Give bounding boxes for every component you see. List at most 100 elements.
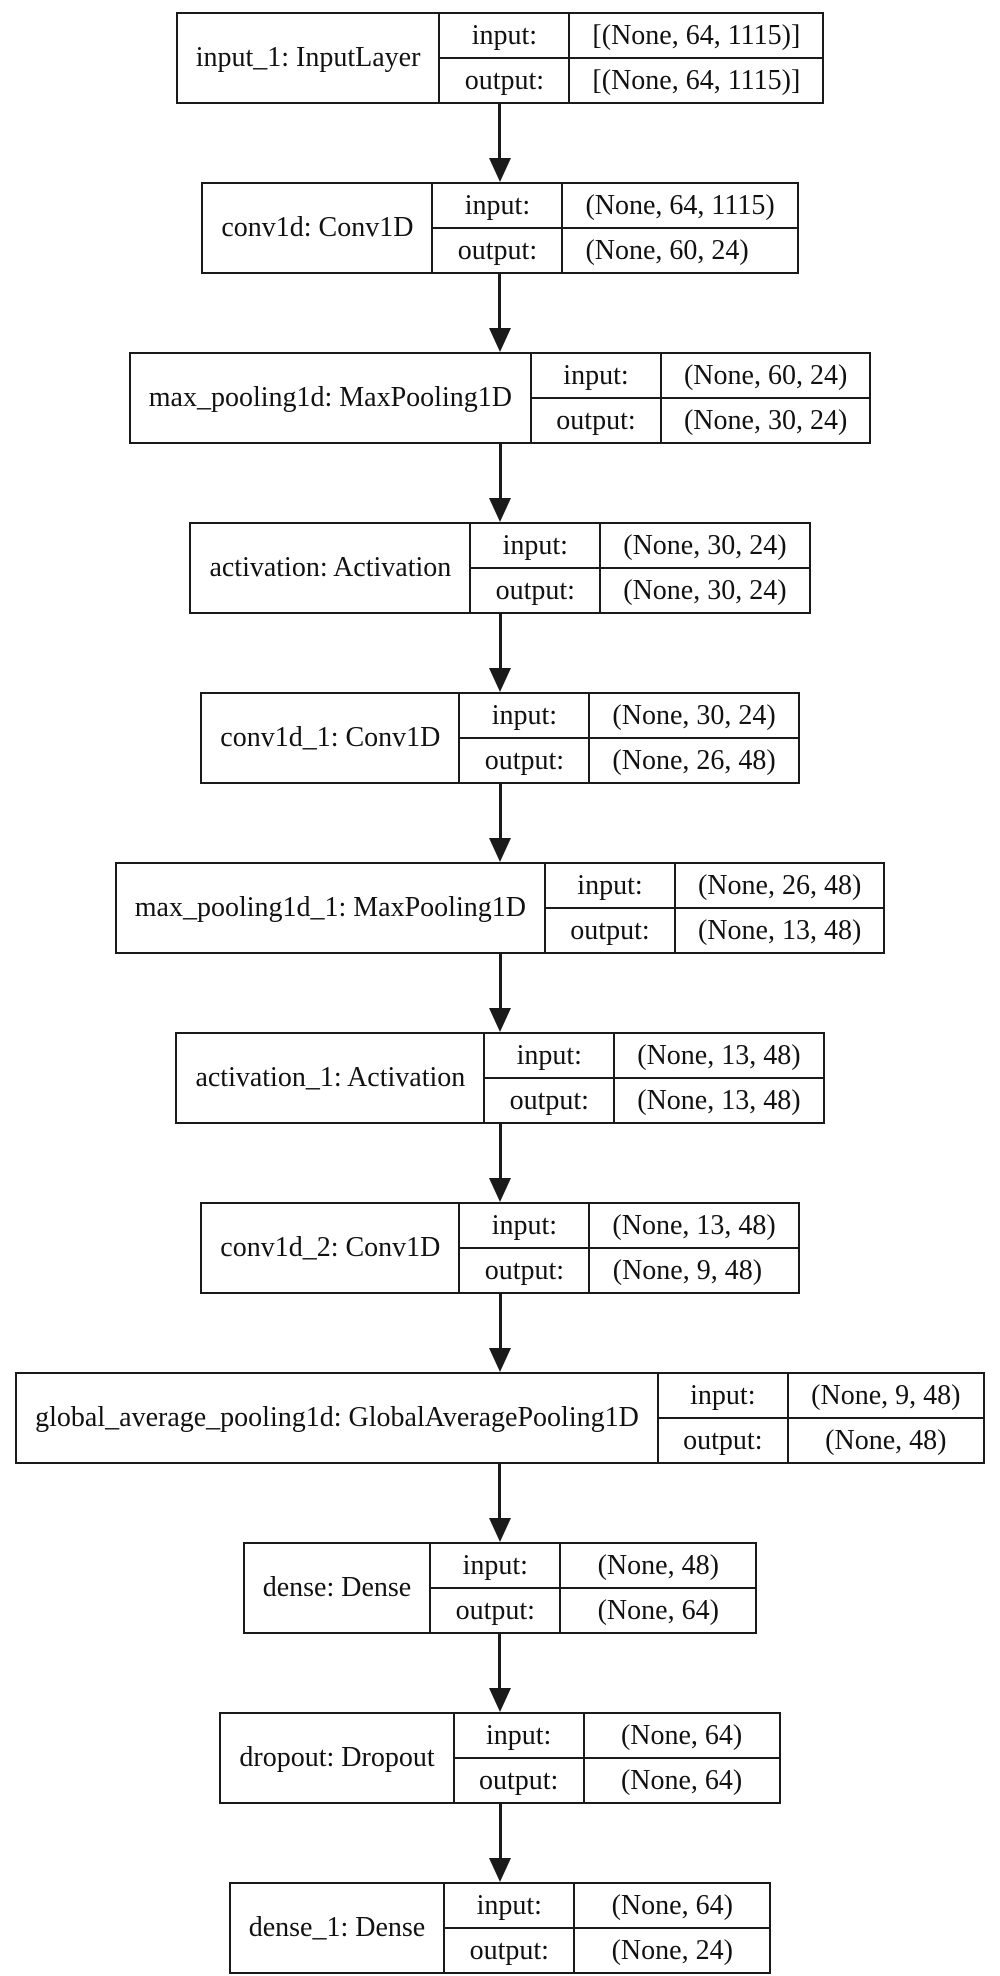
output-label: output: xyxy=(440,59,571,102)
connector-arrow xyxy=(488,274,511,352)
output-shape: (None, 26, 48) xyxy=(612,744,776,776)
arrow-line xyxy=(498,1294,502,1348)
layer-name: dense: Dense xyxy=(245,1544,432,1632)
layer-node-wrap: conv1d_2: Conv1D input: (None, 13, 48) o… xyxy=(200,1202,800,1372)
output-shape: (None, 13, 48) xyxy=(697,914,862,946)
layer-io-grid: input: (None, 30, 24) output: (None, 26,… xyxy=(460,694,798,782)
output-row: output: (None, 48) xyxy=(659,1419,983,1462)
output-label: output: xyxy=(433,229,564,272)
input-label: input: xyxy=(440,14,571,57)
output-shape: [(None, 64, 1115)] xyxy=(592,64,801,96)
layer-name: conv1d_1: Conv1D xyxy=(202,694,461,782)
input-label: input: xyxy=(431,1544,562,1587)
output-label: output: xyxy=(485,1079,616,1122)
layer-io-grid: input: (None, 13, 48) output: (None, 9, … xyxy=(460,1204,798,1292)
layer-io-grid: input: (None, 9, 48) output: (None, 48) xyxy=(658,1374,983,1462)
arrow-line xyxy=(498,1464,502,1518)
arrow-line xyxy=(498,444,502,498)
layer-io-grid: input: (None, 30, 24) output: (None, 30,… xyxy=(471,524,809,612)
output-row: output: (None, 13, 48) xyxy=(485,1079,822,1122)
output-shape: (None, 30, 24) xyxy=(623,574,787,606)
output-shape: (None, 13, 48) xyxy=(637,1084,801,1116)
layer-io-grid: input: (None, 26, 48) output: (None, 13,… xyxy=(545,864,884,952)
layer-name: activation_1: Activation xyxy=(177,1034,486,1122)
arrow-line xyxy=(498,1634,502,1688)
arrow-line xyxy=(498,1804,502,1858)
output-row: output: [(None, 64, 1115)] xyxy=(440,59,822,102)
layer-name: conv1d: Conv1D xyxy=(203,184,434,272)
layer-node-wrap: conv1d_1: Conv1D input: (None, 30, 24) o… xyxy=(200,692,800,862)
arrow-line xyxy=(498,104,502,158)
arrow-line xyxy=(498,614,502,668)
layer-name: dropout: Dropout xyxy=(221,1714,455,1802)
output-shape: (None, 24) xyxy=(611,1934,733,1966)
connector-arrow xyxy=(489,1294,511,1372)
input-shape: (None, 48) xyxy=(597,1549,719,1581)
output-row: output: (None, 64) xyxy=(431,1589,755,1632)
input-shape: (None, 13, 48) xyxy=(612,1209,776,1241)
input-shape: (None, 26, 48) xyxy=(697,869,862,901)
output-label: output: xyxy=(445,1929,576,1972)
layer-node-wrap: activation_1: Activation input: (None, 1… xyxy=(175,1032,825,1202)
output-row: output: (None, 24) xyxy=(445,1929,769,1972)
layer-node-wrap: max_pooling1d: MaxPooling1D input: (None… xyxy=(128,352,872,522)
output-row: output: (None, 60, 24) xyxy=(433,229,796,272)
input-row: input: (None, 64, 1115) xyxy=(433,184,797,229)
connector-arrow xyxy=(488,1634,511,1712)
input-shape: (None, 60, 24) xyxy=(683,359,848,391)
layer-node: conv1d_1: Conv1D input: (None, 30, 24) o… xyxy=(200,692,800,784)
input-row: input: (None, 60, 24) xyxy=(531,354,870,399)
output-shape: (None, 48) xyxy=(825,1424,947,1456)
input-label: input: xyxy=(460,694,591,737)
output-row: output: (None, 9, 48) xyxy=(460,1249,797,1292)
arrow-head-icon xyxy=(489,838,511,862)
layer-io-grid: input: (None, 64) output: (None, 24) xyxy=(445,1884,770,1972)
layer-node: dense_1: Dense input: (None, 64) output:… xyxy=(228,1882,772,1974)
layer-name: max_pooling1d: MaxPooling1D xyxy=(131,354,532,442)
arrow-line xyxy=(498,784,502,838)
output-label: output: xyxy=(455,1759,585,1802)
layer-node: global_average_pooling1d: GlobalAverageP… xyxy=(15,1372,985,1464)
layer-node: dropout: Dropout input: (None, 64) outpu… xyxy=(219,1712,781,1804)
connector-arrow xyxy=(489,1804,511,1882)
layer-io-grid: input: (None, 60, 24) output: (None, 30,… xyxy=(531,354,870,442)
layer-node: conv1d: Conv1D input: (None, 64, 1115) o… xyxy=(201,182,799,274)
layer-node-wrap: conv1d: Conv1D input: (None, 64, 1115) o… xyxy=(201,182,799,352)
arrow-head-icon xyxy=(489,498,511,522)
layer-node: max_pooling1d: MaxPooling1D input: (None… xyxy=(128,352,872,444)
input-shape: (None, 30, 24) xyxy=(612,699,776,731)
output-shape: (None, 9, 48) xyxy=(612,1254,763,1286)
input-label: input: xyxy=(546,864,676,907)
input-row: input: (None, 48) xyxy=(431,1544,756,1589)
arrow-head-icon xyxy=(488,158,511,182)
layer-io-grid: input: [(None, 64, 1115)] output: [(None… xyxy=(440,14,823,102)
output-label: output: xyxy=(546,909,676,952)
layer-node: max_pooling1d_1: MaxPooling1D input: (No… xyxy=(114,862,886,954)
output-label: output: xyxy=(431,1589,562,1632)
output-label: output: xyxy=(460,1249,591,1292)
input-row: input: (None, 30, 24) xyxy=(471,524,809,569)
input-label: input: xyxy=(455,1714,585,1757)
output-row: output: (None, 30, 24) xyxy=(471,569,808,612)
layer-node: dense: Dense input: (None, 48) output: (… xyxy=(242,1542,758,1634)
layer-name: input_1: InputLayer xyxy=(178,14,441,102)
connector-arrow xyxy=(489,444,511,522)
input-row: input: [(None, 64, 1115)] xyxy=(440,14,823,59)
output-label: output: xyxy=(460,739,591,782)
input-label: input: xyxy=(659,1374,789,1417)
layer-node-wrap: dropout: Dropout input: (None, 64) outpu… xyxy=(219,1712,781,1882)
input-shape: (None, 64) xyxy=(620,1719,743,1751)
input-row: input: (None, 13, 48) xyxy=(460,1204,798,1249)
input-label: input: xyxy=(460,1204,591,1247)
arrow-head-icon xyxy=(488,1688,511,1712)
arrow-line xyxy=(498,954,502,1008)
arrow-head-icon xyxy=(489,1178,511,1202)
layer-name: global_average_pooling1d: GlobalAverageP… xyxy=(17,1374,659,1462)
connector-arrow xyxy=(489,784,511,862)
output-row: output: (None, 13, 48) xyxy=(546,909,883,952)
layer-node-wrap: global_average_pooling1d: GlobalAverageP… xyxy=(15,1372,985,1542)
input-label: input: xyxy=(445,1884,576,1927)
output-shape: (None, 30, 24) xyxy=(683,404,848,436)
arrow-head-icon xyxy=(488,328,511,352)
